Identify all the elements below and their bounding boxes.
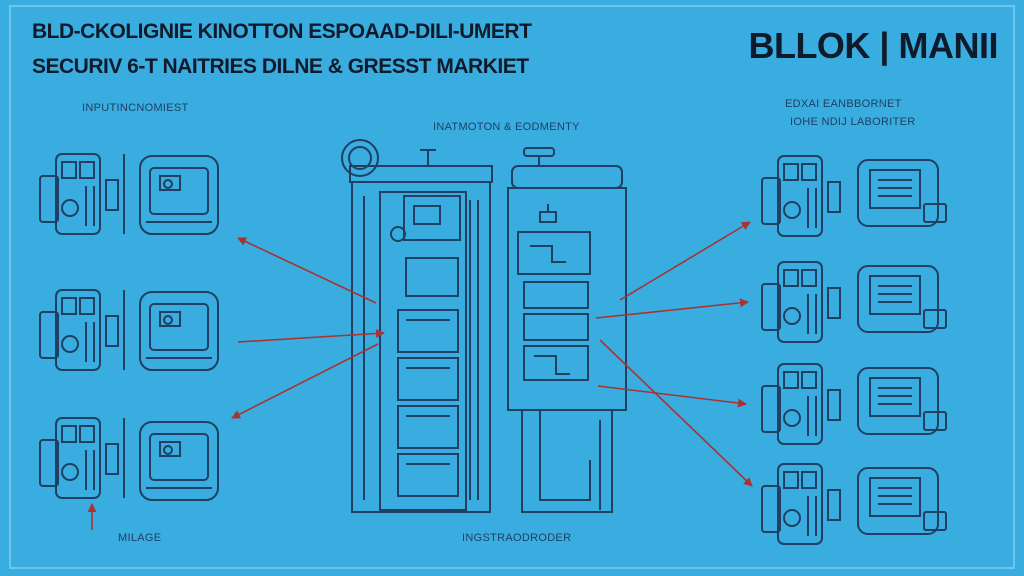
arrow-right-2 (595, 298, 749, 319)
arrow-left-1 (237, 237, 377, 304)
right-panel-1 (857, 159, 947, 227)
title-line-2: SECURIV 6-T NAITRIES DILNE & GRESST MARK… (32, 55, 529, 78)
center-group-label: INATMOTON & EODMENTY (433, 121, 580, 133)
right-device-2 (761, 261, 841, 343)
arrow-left-2 (237, 329, 385, 343)
left-device-group (39, 153, 219, 501)
left-panel-1 (139, 155, 219, 235)
input-group-label: INPUTINCNOMIEST (82, 102, 189, 114)
connector-arrows (87, 221, 753, 530)
brand-logo-text: BLLOK | MANII (748, 25, 998, 66)
title-line-1: BLD-CKOLIGNIE KINOTTON ESPOAAD-DILI-UMER… (32, 20, 532, 43)
right-panel-4 (857, 467, 947, 535)
right-panel-3 (857, 367, 947, 435)
right-device-4 (761, 463, 841, 545)
right-device-3 (761, 363, 841, 445)
bottom-center-label: INGSTRAODRODER (462, 532, 572, 544)
left-panel-3 (139, 421, 219, 501)
right-group-label-line-1: EDXAI EANBBORNET (785, 98, 902, 110)
central-cabinet-right (507, 147, 627, 513)
left-device-1 (39, 153, 125, 235)
arrow-right-1 (619, 221, 751, 301)
left-device-3 (39, 417, 125, 499)
right-device-1 (761, 155, 841, 237)
right-device-group (761, 155, 947, 545)
arrow-right-3 (597, 385, 747, 408)
arrow-right-4 (599, 339, 753, 487)
bottom-left-label: MILAGE (118, 532, 162, 544)
left-device-2 (39, 289, 125, 371)
right-panel-2 (857, 265, 947, 333)
central-cabinet-left (341, 139, 493, 513)
right-group-label-line-2: IOHE NDIJ LABORITER (790, 116, 916, 128)
left-panel-2 (139, 291, 219, 371)
frame-border (9, 5, 1015, 569)
arrow-left-3 (231, 343, 379, 419)
